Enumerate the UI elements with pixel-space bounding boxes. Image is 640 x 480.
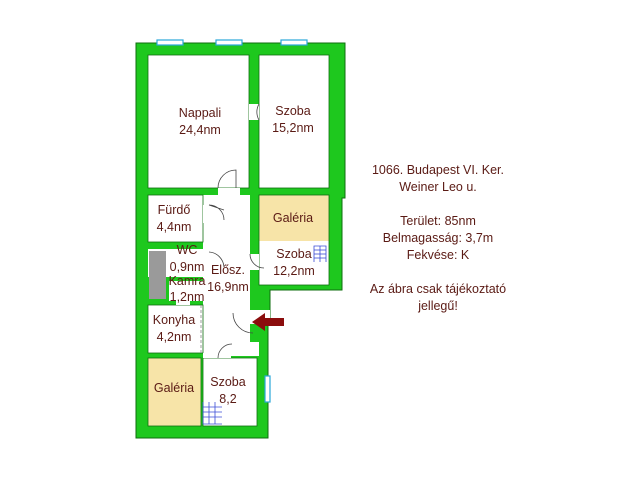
wc-name: WC: [177, 243, 198, 257]
konyha-name: Konyha: [153, 313, 195, 327]
kamra-floor: [169, 281, 203, 301]
orientation: Fekvése: K: [406, 248, 470, 262]
eloszoba-area: 16,9nm: [207, 280, 249, 294]
szoba1-name: Szoba: [275, 104, 310, 118]
area-total: Terület: 85nm: [400, 214, 476, 228]
property-info: 1066. Budapest VI. Ker. Weiner Leo u. Te…: [358, 162, 518, 315]
window-1: [156, 39, 184, 46]
door-swing-szoba3: [217, 343, 233, 359]
room-floors: [148, 55, 329, 426]
window-4: [264, 375, 271, 403]
pantry-block: [149, 251, 166, 299]
szoba3-floor: [203, 358, 257, 426]
nappali-area: 24,4nm: [179, 123, 221, 137]
stairs-upper: [313, 245, 327, 262]
konyha-floor: [148, 305, 203, 353]
address-line-1: 1066. Budapest VI. Ker.: [371, 163, 505, 177]
window-2: [215, 39, 243, 46]
door-swing-szoba1: [256, 103, 260, 121]
ceiling-height: Belmagasság: 3,7m: [382, 231, 494, 245]
galeria-lower-fill: [148, 358, 201, 426]
szoba3-name: Szoba: [210, 375, 245, 389]
kamra-area: 1,2nm: [170, 290, 205, 304]
galeria-upper-label: Galéria: [273, 211, 313, 225]
door-swing-furdo: [208, 204, 225, 221]
konyha-area: 4,2nm: [157, 330, 192, 344]
szoba1-area: 15,2nm: [272, 121, 314, 135]
szoba3-area: 8,2: [219, 392, 236, 406]
disclaimer-line-1: Az ábra csak tájékoztató: [369, 282, 507, 296]
stairs-lower: [202, 402, 222, 425]
windows: [156, 39, 308, 403]
door-swing-szoba2: [249, 253, 265, 269]
door-swing-entrance: [232, 312, 254, 334]
furdo-name: Fürdő: [158, 203, 191, 217]
window-3: [280, 39, 308, 46]
hall-floor: [203, 195, 250, 355]
furdo-area: 4,4nm: [157, 220, 192, 234]
galeria-upper-fill: [259, 195, 329, 241]
address-line-2: Weiner Leo u.: [399, 180, 477, 194]
galeria-lower-label: Galéria: [154, 381, 194, 395]
hall-lower-floor: [203, 342, 259, 356]
disclaimer-line-2: jellegű!: [418, 299, 458, 313]
furdo-floor: [148, 195, 203, 242]
nappali-name: Nappali: [179, 106, 221, 120]
eloszoba-name: Elősz.: [211, 263, 245, 277]
szoba2-name: Szoba: [276, 247, 311, 261]
wc-area: 0,9nm: [170, 260, 205, 274]
door-swing-nappali: [217, 169, 237, 189]
entrance-arrow-icon: [252, 313, 284, 331]
szoba1-floor: [259, 55, 329, 188]
kamra-name: Kamra: [169, 274, 206, 288]
door-swing-wc: [208, 251, 225, 268]
szoba2-area: 12,2nm: [273, 264, 315, 278]
nappali-floor: [148, 55, 249, 188]
